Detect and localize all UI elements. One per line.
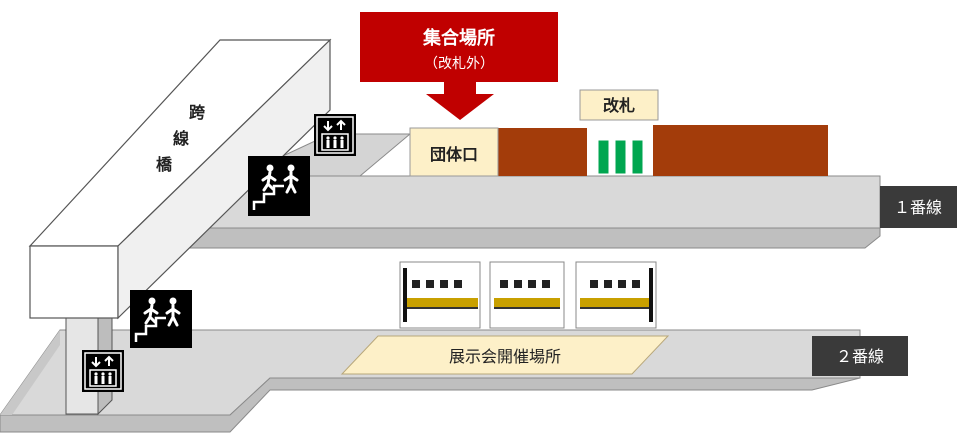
- bridge-char-2: 線: [173, 129, 189, 148]
- ticket-gate: 改札: [579, 89, 659, 175]
- gate-bar-3: [631, 139, 644, 175]
- track-1-badge: １番線: [880, 186, 957, 228]
- track-2-label: ２番線: [836, 347, 884, 366]
- bridge-char-3: 橋: [156, 155, 173, 174]
- exhibition-label: 展示会開催場所: [449, 347, 561, 366]
- arrow-down-icon: [426, 82, 494, 120]
- meeting-point-subtitle: （改札外）: [424, 56, 494, 72]
- meeting-point-callout: 集合場所 （改札外）: [360, 12, 558, 120]
- track-2-badge: ２番線: [812, 336, 908, 376]
- elevator-icon: [82, 350, 124, 392]
- train-car-icon: [399, 261, 481, 329]
- station-wall-left: [497, 128, 587, 176]
- exhibition-area: 展示会開催場所: [340, 335, 670, 375]
- group-entrance: 団体口: [409, 127, 499, 177]
- ticket-gate-label: 改札: [603, 96, 635, 115]
- train-car-icon: [489, 261, 565, 329]
- elevator-icon: [314, 114, 356, 156]
- track-1-label: １番線: [894, 198, 942, 217]
- bridge-char-1: 跨: [189, 103, 206, 122]
- meeting-point-title: 集合場所: [422, 27, 495, 49]
- stairs-people-icon: [130, 290, 192, 348]
- gate-bar-1: [597, 139, 610, 175]
- station-wall-right: [653, 125, 828, 176]
- train-car-icon: [575, 261, 657, 329]
- group-entrance-label: 団体口: [430, 145, 478, 164]
- gate-bar-2: [614, 139, 627, 175]
- stairs-people-icon: [248, 156, 310, 216]
